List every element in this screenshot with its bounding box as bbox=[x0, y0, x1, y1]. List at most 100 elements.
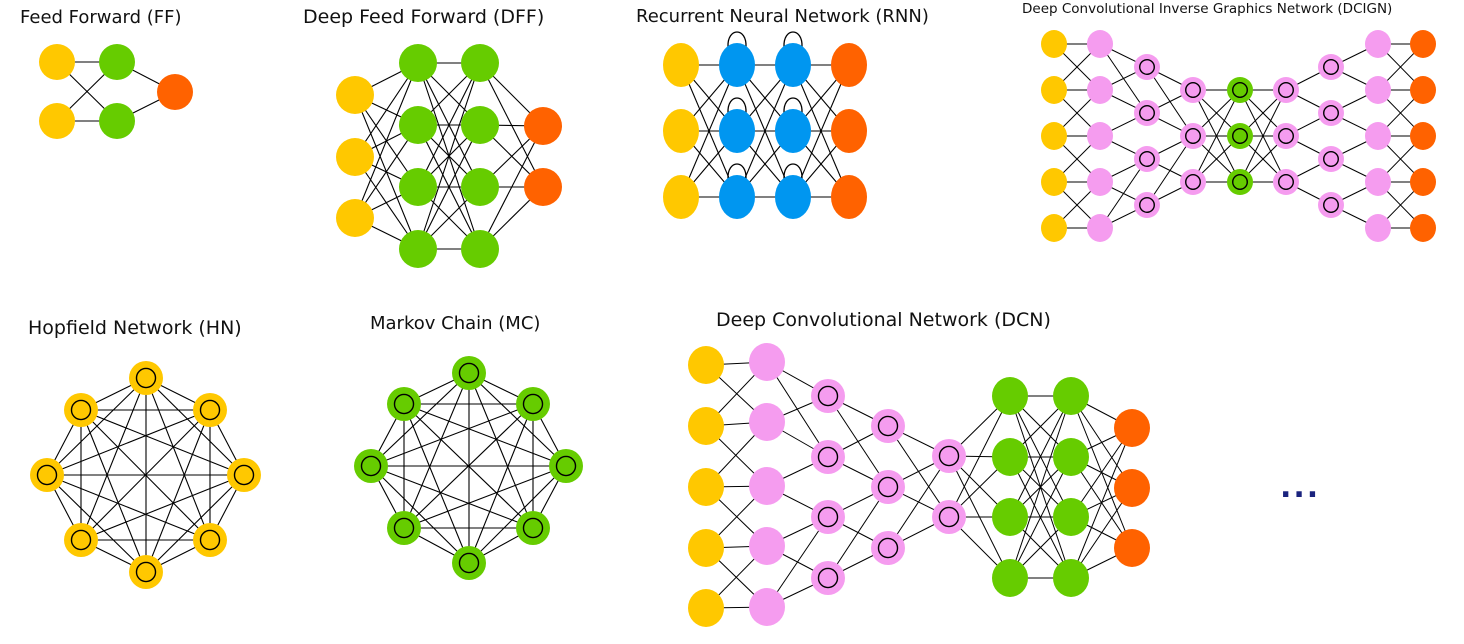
markov-node bbox=[387, 511, 421, 545]
output-node bbox=[1410, 76, 1436, 104]
hopfield-node-ring bbox=[70, 399, 92, 421]
markov-node-ring bbox=[393, 393, 415, 415]
connection-edge bbox=[46, 474, 147, 573]
output-node bbox=[1410, 122, 1436, 150]
recurrent-node bbox=[719, 43, 755, 87]
output-node bbox=[1410, 30, 1436, 58]
connection-edge bbox=[354, 62, 419, 219]
hidden-node bbox=[992, 377, 1028, 415]
connection-edge bbox=[1239, 89, 1287, 183]
conv-node bbox=[932, 439, 966, 473]
recurrent-loop bbox=[727, 31, 747, 48]
markov-node-ring bbox=[360, 455, 382, 477]
connection-edge bbox=[403, 403, 567, 467]
mc-title: Markov Chain (MC) bbox=[370, 313, 541, 334]
conv-node-ring bbox=[1278, 128, 1294, 144]
connection-edge bbox=[468, 403, 534, 564]
connection-edge bbox=[403, 372, 470, 529]
conv-node-ring bbox=[877, 537, 899, 559]
conv-node bbox=[811, 379, 845, 413]
input-node bbox=[336, 76, 374, 114]
conv-node-ring bbox=[1323, 105, 1339, 121]
conv-node bbox=[811, 500, 845, 534]
conv-node-ring bbox=[1139, 105, 1155, 121]
hopfield-node bbox=[64, 393, 98, 427]
connection-edge bbox=[468, 372, 534, 529]
input-node bbox=[1041, 76, 1067, 104]
input-node bbox=[1041, 30, 1067, 58]
input-node bbox=[688, 346, 724, 384]
hopfield-node-ring bbox=[233, 464, 255, 486]
output-node bbox=[831, 109, 867, 153]
dcign-title: Deep Convolutional Inverse Graphics Netw… bbox=[1022, 1, 1393, 17]
conv-node bbox=[871, 531, 905, 565]
connection-edge bbox=[887, 455, 950, 549]
connection-edge bbox=[1146, 135, 1194, 206]
conv-node-ring bbox=[1139, 197, 1155, 213]
conv-node bbox=[1318, 100, 1344, 126]
input-node bbox=[688, 407, 724, 445]
markov-node bbox=[549, 449, 583, 483]
markov-node-ring bbox=[555, 455, 577, 477]
hn-title: Hopfield Network (HN) bbox=[28, 317, 242, 339]
connection-edge bbox=[145, 474, 245, 573]
connection-edge bbox=[417, 124, 481, 250]
kernel-node bbox=[1365, 30, 1391, 58]
conv-node bbox=[1180, 77, 1206, 103]
markov-node-ring bbox=[393, 517, 415, 539]
hidden-node bbox=[1053, 377, 1089, 415]
output-node bbox=[831, 175, 867, 219]
hopfield-node bbox=[129, 555, 163, 589]
kernel-node bbox=[1365, 76, 1391, 104]
recurrent-node bbox=[775, 43, 811, 87]
conv-node-ring bbox=[817, 385, 839, 407]
input-node bbox=[39, 103, 75, 139]
markov-node bbox=[516, 511, 550, 545]
conv-node bbox=[1318, 192, 1344, 218]
hopfield-node-ring bbox=[70, 529, 92, 551]
dff-title: Deep Feed Forward (DFF) bbox=[303, 6, 545, 28]
probabilistic-node bbox=[1227, 123, 1253, 149]
conv-node bbox=[1180, 123, 1206, 149]
input-node bbox=[688, 468, 724, 506]
input-node bbox=[688, 589, 724, 627]
kernel-node bbox=[749, 403, 785, 441]
conv-node-ring bbox=[1139, 59, 1155, 75]
conv-node bbox=[932, 500, 966, 534]
output-node bbox=[1410, 168, 1436, 196]
kernel-node bbox=[1087, 30, 1113, 58]
conv-node bbox=[1318, 54, 1344, 80]
recurrent-node bbox=[775, 109, 811, 153]
output-node bbox=[524, 107, 562, 145]
connection-edge bbox=[680, 64, 738, 198]
kernel-node bbox=[1087, 122, 1113, 150]
conv-node-ring bbox=[1278, 174, 1294, 190]
probabilistic-node-ring bbox=[1232, 174, 1248, 190]
output-node bbox=[1114, 409, 1150, 447]
kernel-node bbox=[1087, 168, 1113, 196]
input-node bbox=[663, 43, 699, 87]
probabilistic-node bbox=[1227, 169, 1253, 195]
input-node bbox=[336, 138, 374, 176]
conv-node bbox=[1273, 123, 1299, 149]
hopfield-node bbox=[64, 523, 98, 557]
kernel-node bbox=[1087, 214, 1113, 242]
kernel-node bbox=[749, 343, 785, 381]
output-node bbox=[1114, 469, 1150, 507]
recurrent-loop bbox=[727, 163, 747, 180]
conv-node bbox=[871, 409, 905, 443]
conv-node bbox=[1273, 169, 1299, 195]
hidden-node bbox=[461, 106, 499, 144]
connection-edge bbox=[827, 486, 889, 579]
conv-node-ring bbox=[938, 445, 960, 467]
hidden-node bbox=[99, 103, 135, 139]
conv-node bbox=[811, 440, 845, 474]
hopfield-node-ring bbox=[135, 561, 157, 583]
markov-node bbox=[452, 356, 486, 390]
output-node bbox=[1114, 529, 1150, 567]
recurrent-node bbox=[719, 109, 755, 153]
connection-edge bbox=[1099, 158, 1148, 229]
conv-node bbox=[1273, 77, 1299, 103]
